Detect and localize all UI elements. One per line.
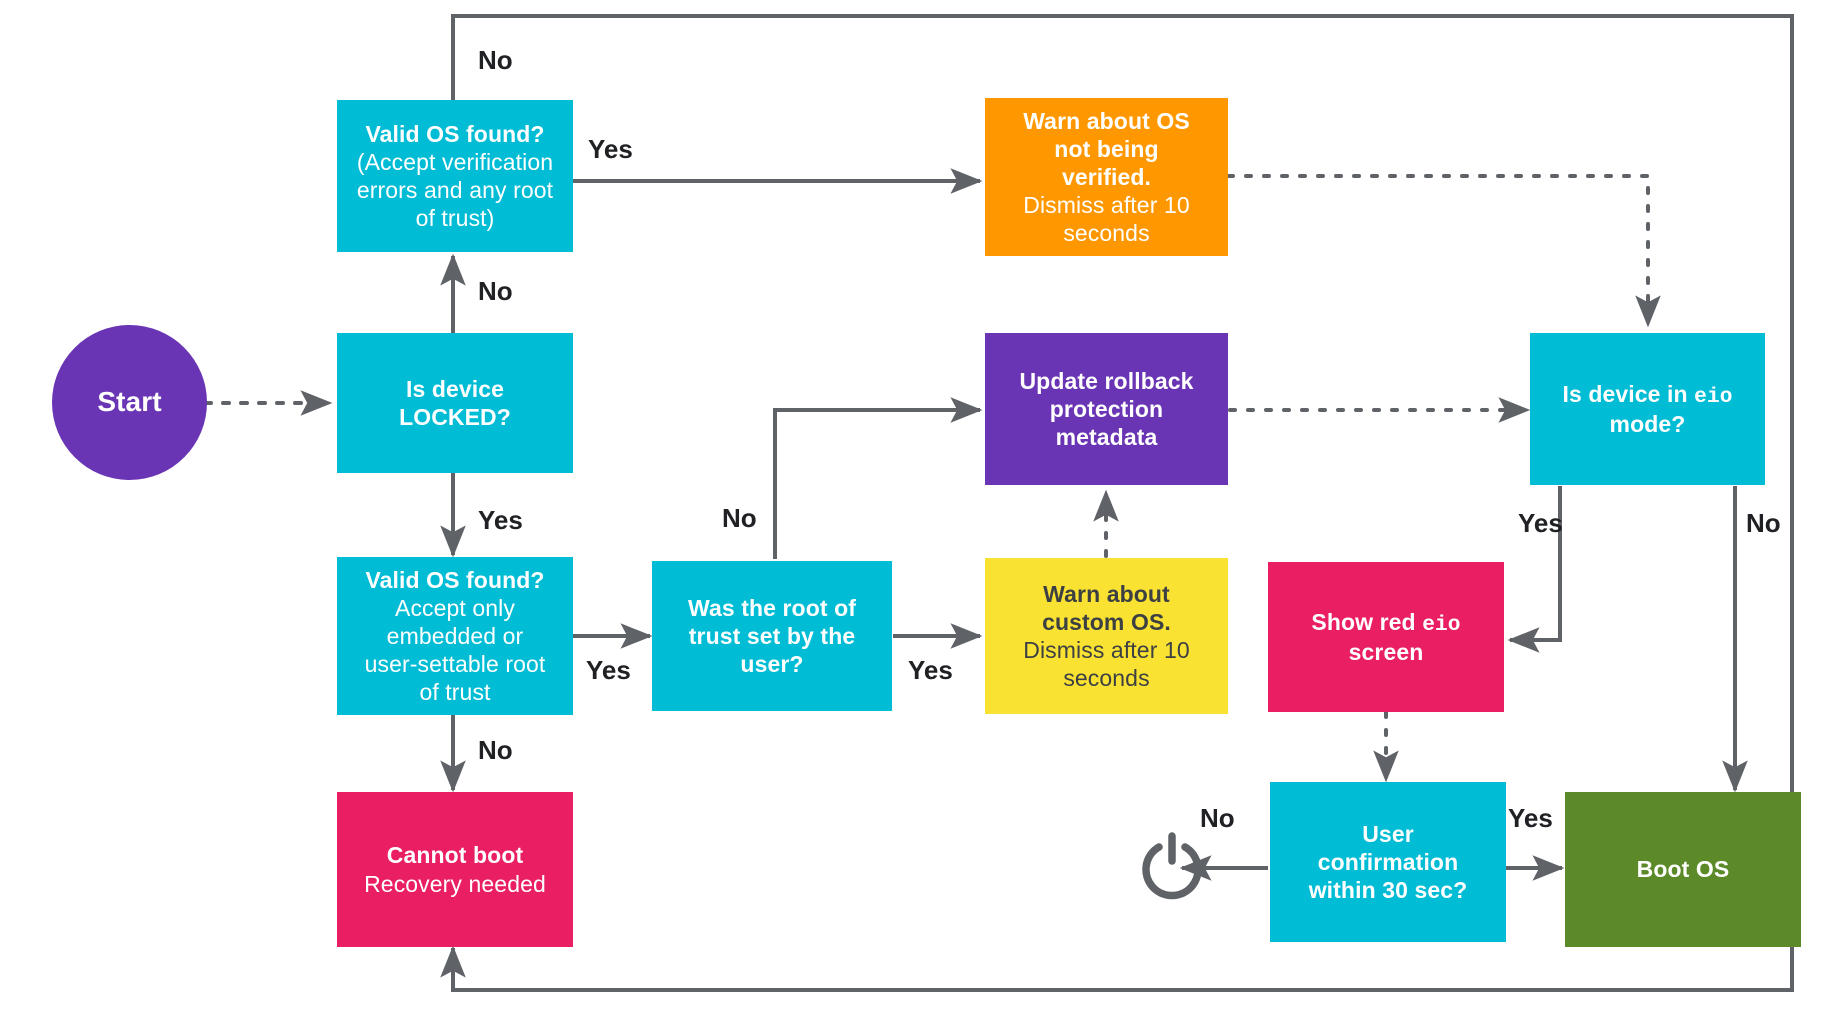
node-warn-custom-os-sub-1: Dismiss after 10 [1023, 637, 1190, 663]
node-is-device-locked[interactable]: Is device LOCKED? [337, 333, 573, 473]
node-valid-os-strict-sub-4: of trust [419, 679, 491, 706]
edge-label-locked-yes: Yes [478, 505, 523, 535]
edge-warn-unverified-to-eio [1226, 174, 1661, 328]
node-show-red-eio-screen-line-2: screen [1348, 639, 1424, 666]
node-valid-os-strict-title: Valid OS found? [365, 566, 545, 593]
node-start-label: Start [97, 386, 162, 418]
node-valid-os-strict-sub-2: embedded or [386, 622, 524, 649]
node-warn-os-not-verified-title-1: Warn about OS [1023, 107, 1190, 134]
node-warn-os-not-verified-title-3: verified. [1061, 163, 1152, 190]
node-user-confirmation[interactable]: User confirmation within 30 sec? [1270, 782, 1506, 942]
node-update-rollback-metadata[interactable]: Update rollback protection metadata [985, 333, 1228, 485]
node-valid-os-relaxed-title: Valid OS found? [365, 120, 545, 147]
edge-label-confirm-no: No [1200, 803, 1235, 833]
edge-label-strict-yes: Yes [586, 655, 631, 685]
edge-label-strict-no: No [478, 735, 513, 765]
edge-label-locked-no: No [478, 276, 513, 306]
edge-label-eio-no: No [1746, 508, 1781, 538]
node-boot-os[interactable]: Boot OS [1565, 792, 1801, 947]
show-red-eio-mono-token: eio [1422, 612, 1461, 637]
node-valid-os-relaxed-sub-1: (Accept verification [356, 148, 554, 175]
node-root-of-trust-user[interactable]: Was the root of trust set by the user? [652, 561, 892, 711]
eio-mode-mono-token: eio [1694, 384, 1733, 409]
power-icon [1142, 832, 1202, 900]
node-show-red-eio-screen-line-1: Show red eio [1311, 608, 1460, 639]
node-warn-os-not-verified-title-2: not being [1054, 135, 1159, 162]
edge-label-relaxed-yes: Yes [588, 134, 633, 164]
node-warn-os-not-verified-sub-2: seconds [1063, 220, 1150, 247]
node-warn-custom-os-title-2: custom OS. [1042, 608, 1171, 635]
node-valid-os-relaxed[interactable]: Valid OS found? (Accept verification err… [337, 100, 573, 252]
node-valid-os-strict-sub-3: user-settable root [364, 651, 546, 678]
node-user-confirmation-line-1: User [1362, 820, 1414, 847]
node-show-red-eio-screen[interactable]: Show red eio screen [1268, 562, 1504, 712]
node-valid-os-relaxed-sub-2: errors and any root [356, 177, 554, 203]
node-valid-os-strict-sub-1: Accept only [395, 594, 515, 621]
edge-label-locked-no-top: No [478, 45, 513, 75]
node-is-device-in-eio-mode-line-2: mode? [1609, 411, 1686, 438]
node-update-rollback-line-1: Update rollback [1019, 367, 1194, 394]
node-update-rollback-line-2: protection [1049, 395, 1164, 422]
node-is-device-in-eio-mode[interactable]: Is device in eio mode? [1530, 333, 1765, 485]
node-user-confirmation-line-3: within 30 sec? [1308, 877, 1468, 904]
node-warn-os-not-verified-sub-1: Dismiss after 10 [1023, 192, 1190, 219]
node-is-device-locked-line1: Is device [405, 375, 505, 402]
power-icon-wrapper [1134, 828, 1210, 904]
node-user-confirmation-line-2: confirmation [1317, 848, 1459, 875]
node-warn-custom-os[interactable]: Warn about custom OS. Dismiss after 10 s… [985, 558, 1228, 714]
edge-label-confirm-yes: Yes [1508, 803, 1553, 833]
node-root-of-trust-user-line-1: Was the root of [687, 594, 857, 621]
edge-label-root-yes: Yes [908, 655, 953, 685]
edge-label-root-no: No [722, 503, 757, 533]
edge-label-eio-yes: Yes [1518, 508, 1563, 538]
node-valid-os-strict[interactable]: Valid OS found? Accept only embedded or … [337, 557, 573, 715]
node-valid-os-relaxed-sub-3: of trust) [415, 205, 495, 232]
edge-root-no [773, 397, 983, 559]
node-is-device-locked-line2: LOCKED? [399, 404, 511, 430]
node-warn-os-not-verified[interactable]: Warn about OS not being verified. Dismis… [985, 98, 1228, 256]
node-update-rollback-line-3: metadata [1055, 424, 1158, 451]
eio-mode-text-prefix: Is device in [1562, 380, 1695, 407]
node-cannot-boot-title: Cannot boot [386, 842, 524, 869]
node-cannot-boot-sub: Recovery needed [364, 870, 546, 897]
show-red-eio-text-prefix: Show red [1311, 608, 1423, 635]
node-boot-os-label: Boot OS [1636, 856, 1730, 883]
node-warn-custom-os-title-1: Warn about [1043, 580, 1170, 607]
node-is-device-in-eio-mode-line-1: Is device in eio [1562, 380, 1732, 411]
node-root-of-trust-user-line-3: user? [740, 651, 804, 678]
node-root-of-trust-user-line-2: trust set by the [688, 622, 856, 649]
node-cannot-boot[interactable]: Cannot boot Recovery needed [337, 792, 573, 947]
node-warn-custom-os-sub-2: seconds [1063, 665, 1150, 692]
node-start[interactable]: Start [52, 325, 207, 480]
